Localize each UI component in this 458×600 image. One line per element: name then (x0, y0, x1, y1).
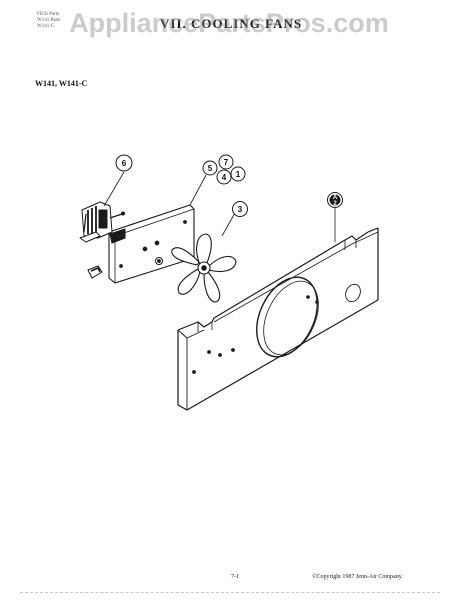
callout-fan-blade-number: 3 (238, 205, 243, 214)
callout-bracket-c-number: 4 (222, 173, 227, 182)
fan-motor (79, 201, 125, 243)
mounting-clip (87, 265, 103, 279)
callout-motor-number: 6 (122, 159, 127, 168)
leader-lines (103, 171, 336, 242)
watermark: AppliancePartsPros.com (69, 8, 389, 38)
header-line-3: W141-C (37, 24, 55, 29)
fan-blade (171, 233, 237, 303)
callout-bracket-b-number: 7 (224, 158, 229, 167)
rear-panel (177, 227, 379, 411)
model-label: W141, W141-C (35, 79, 88, 88)
page-title: VII. COOLING FANS (160, 16, 303, 31)
copyright-notice: ©Copyright 1987 Jenn-Air Company. (312, 574, 403, 580)
hub-nut (155, 257, 163, 265)
header-reference-block: FIGS Parts W141 Parts W141-C (37, 12, 97, 30)
header-line-2: W141 Parts (37, 18, 61, 23)
callout-panel: A 2 (327, 192, 343, 208)
bottom-rule (20, 592, 440, 593)
callout-bracket-group: 5 7 4 1 (202, 154, 246, 185)
callout-fan-blade: 3 (232, 201, 248, 217)
page-number: 7-1 (231, 574, 239, 580)
callout-bracket-d-number: 1 (236, 170, 241, 179)
motor-bracket (108, 204, 195, 284)
callout-motor: 6 (115, 154, 133, 172)
callout-panel-bottom: 2 (333, 201, 337, 207)
header-line-1: FIGS Parts (37, 12, 60, 17)
callout-panel-top: A (333, 195, 338, 201)
callout-bracket-a-number: 5 (208, 164, 213, 173)
